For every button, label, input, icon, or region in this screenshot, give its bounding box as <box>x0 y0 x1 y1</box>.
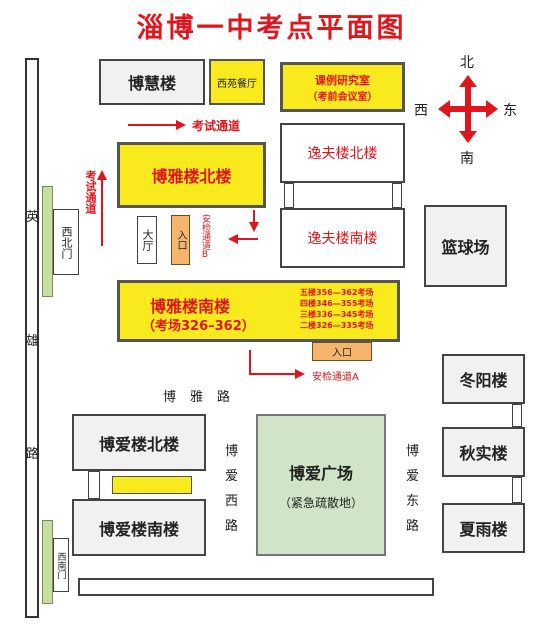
map-title: 淄博一中考点平面图 <box>136 13 407 44</box>
right-corridor-2 <box>512 477 522 503</box>
boai-south-label: 博爱楼南楼 <box>98 519 179 539</box>
qiushi-building: 秋实楼 <box>442 427 525 477</box>
floor-2: 二楼326—335考场 <box>300 321 374 330</box>
ying-road-edge <box>25 58 39 618</box>
plaza-label: 博爱广场 <box>288 463 353 483</box>
entrance-b[interactable]: 入口 <box>171 215 190 265</box>
gate-post-northwest <box>42 186 53 297</box>
northwest-gate-label: 西北门 <box>60 225 73 259</box>
entrance-a[interactable]: 入口 <box>312 342 372 361</box>
dongyang-building: 冬阳楼 <box>442 354 525 404</box>
boai-link-building <box>112 476 192 494</box>
boai-west-road-label: 博 爱 西 路 <box>225 444 239 534</box>
southwest-gate: 西南门 <box>53 538 69 592</box>
boya-north-building: 博雅楼北楼 <box>117 142 266 208</box>
compass-north: 北 <box>460 55 474 71</box>
boya-south-label: 博雅楼南楼 <box>150 297 231 316</box>
yifu-corridor-left <box>284 183 294 208</box>
yifu-north-building: 逸夫楼北楼 <box>280 123 405 183</box>
right-corridor-1 <box>512 404 522 427</box>
basketball-court: 篮球场 <box>424 205 507 287</box>
xiayu-building: 夏雨楼 <box>442 503 525 553</box>
security-b-arrow-down <box>249 210 259 232</box>
compass-south: 南 <box>460 151 474 167</box>
exam-passage-arrow-v <box>97 170 107 246</box>
boya-south-building: 博雅楼南楼 （考场326–362） 五楼356—362考场 四楼346—355考… <box>117 280 400 342</box>
boya-north-label: 博雅楼北楼 <box>151 167 232 186</box>
xiyuan-canteen: 西苑餐厅 <box>209 59 265 105</box>
boya-south-sub: （考场326–362） <box>142 319 255 334</box>
qiushi-label: 秋实楼 <box>459 444 508 463</box>
bohui-label: 博慧楼 <box>127 74 176 93</box>
boai-corridor-left <box>88 471 100 499</box>
floor-3: 三楼336—345考场 <box>300 310 374 319</box>
boya-road-label: 博 雅 路 <box>163 390 231 405</box>
hall-label: 大厅 <box>141 229 154 251</box>
ying-road-char-3: 路 <box>26 447 40 462</box>
security-b-label: 安检通道B <box>200 214 210 260</box>
security-b-arrow-left <box>228 234 258 244</box>
basketball-label: 篮球场 <box>441 238 490 257</box>
meeting-room-sub: （考前会议室） <box>307 91 378 103</box>
boai-north-building: 博爱楼北楼 <box>72 414 206 471</box>
security-a-arrow <box>249 350 305 379</box>
gate-post-southwest <box>42 520 53 604</box>
bohui-building: 博慧楼 <box>99 59 205 105</box>
exam-passage-label-v: 考试通道 <box>84 170 97 214</box>
boai-north-label: 博爱楼北楼 <box>98 434 179 454</box>
boai-east-road-label: 博 爱 东 路 <box>406 444 420 534</box>
southwest-gate-label: 西南门 <box>55 551 66 579</box>
ying-road-char-1: 英 <box>26 210 40 225</box>
floor-4: 四楼346—355考场 <box>300 299 374 308</box>
yifu-south-label: 逸夫楼南楼 <box>307 231 378 247</box>
yifu-corridor-right <box>392 183 402 208</box>
boya-south-floor-list: 五楼356—362考场 四楼346—355考场 三楼336—345考场 二楼32… <box>300 287 373 331</box>
floor-5: 五楼356—362考场 <box>300 288 374 297</box>
compass-east: 东 <box>503 103 517 119</box>
boai-south-building: 博爱楼南楼 <box>72 499 206 556</box>
exam-passage-arrow-h <box>128 120 186 130</box>
compass-west: 西 <box>414 103 428 119</box>
exam-passage-label-h: 考试通道 <box>192 119 241 133</box>
plaza-sub: （紧急疏散地） <box>278 495 363 510</box>
xiyuan-label: 西苑餐厅 <box>217 78 257 90</box>
meeting-room-label: 课例研究室 <box>315 73 370 87</box>
bottom-strip <box>78 578 434 596</box>
boai-plaza: 博爱广场 （紧急疏散地） <box>256 414 386 556</box>
yifu-north-label: 逸夫楼北楼 <box>307 146 378 162</box>
compass-arrows <box>438 75 498 143</box>
dongyang-label: 冬阳楼 <box>459 371 508 390</box>
xiayu-label: 夏雨楼 <box>459 520 508 539</box>
security-a-label: 安检通道A <box>312 372 359 383</box>
meeting-room-building: 课例研究室 （考前会议室） <box>280 62 405 112</box>
northwest-gate: 西北门 <box>53 209 79 275</box>
hall: 大厅 <box>137 216 157 264</box>
yifu-south-building: 逸夫楼南楼 <box>280 208 405 268</box>
ying-road-char-2: 雄 <box>26 334 40 349</box>
entrance-b-label: 入口 <box>175 230 186 250</box>
entrance-a-label: 入口 <box>332 348 352 359</box>
